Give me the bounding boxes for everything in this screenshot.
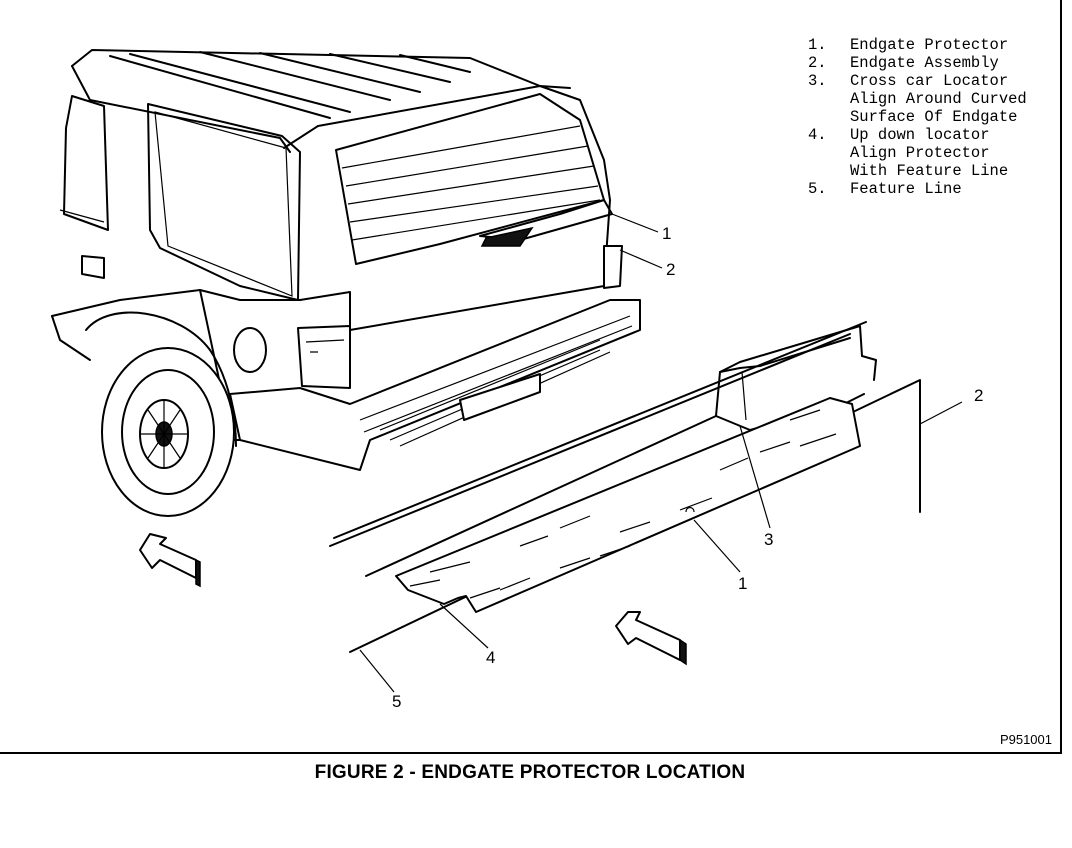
legend-text: Surface Of Endgate <box>850 108 1018 126</box>
legend-item-3-line-2: Align Around Curved <box>808 90 1027 108</box>
vehicle-body <box>51 49 641 471</box>
legend-number <box>808 144 850 162</box>
legend-number: 3. <box>808 72 827 90</box>
direction-arrow-right <box>615 611 687 666</box>
legend-text: Cross car Locator <box>850 72 1009 90</box>
legend-text: With Feature Line <box>850 162 1009 180</box>
legend-text: Endgate Protector <box>850 36 1009 54</box>
legend-item-3: 3. Cross car Locator <box>808 72 1027 90</box>
legend-number: 5. <box>808 180 827 198</box>
legend-text: Align Protector <box>850 144 990 162</box>
legend-item-4-line-3: With Feature Line <box>808 162 1027 180</box>
legend-number: 1. <box>808 36 827 54</box>
legend-item-4-line-2: Align Protector <box>808 144 1027 162</box>
legend-text: Endgate Assembly <box>850 54 999 72</box>
callout-3: 3 <box>764 530 774 549</box>
legend-number <box>808 108 850 126</box>
legend-item-3-line-3: Surface Of Endgate <box>808 108 1027 126</box>
callout-2-lower: 2 <box>974 386 984 405</box>
callout-4: 4 <box>486 648 496 667</box>
legend-text: Align Around Curved <box>850 90 1027 108</box>
direction-arrow-left <box>139 533 201 588</box>
vehicle-illustration <box>51 49 963 693</box>
callout-1-upper: 1 <box>662 224 672 243</box>
legend-number <box>808 162 850 180</box>
legend-number: 4. <box>808 126 827 144</box>
figure-caption: FIGURE 2 - ENDGATE PROTECTOR LOCATION <box>314 762 746 783</box>
legend-list: 1. Endgate Protector 2. Endgate Assembly 3. C… <box>808 36 1027 198</box>
callout-1-lower: 1 <box>738 574 748 593</box>
figure-code: P951001 <box>999 732 1052 747</box>
legend-item-5: 5. Feature Line <box>808 180 1027 198</box>
leader-lines <box>359 213 963 693</box>
legend-number: 2. <box>808 54 827 72</box>
callout-5: 5 <box>392 692 402 711</box>
figure-frame <box>0 0 1062 754</box>
legend-text: Up down locator <box>850 126 990 144</box>
legend-item-1: 1. Endgate Protector <box>808 36 1027 54</box>
endgate-detail <box>329 321 921 653</box>
legend-item-2: 2. Endgate Assembly <box>808 54 1027 72</box>
legend-text: Feature Line <box>850 180 962 198</box>
rear-wheel <box>85 311 237 517</box>
callout-2-upper: 2 <box>666 260 676 279</box>
legend-item-4: 4. Up down locator <box>808 126 1027 144</box>
legend-number <box>808 90 850 108</box>
